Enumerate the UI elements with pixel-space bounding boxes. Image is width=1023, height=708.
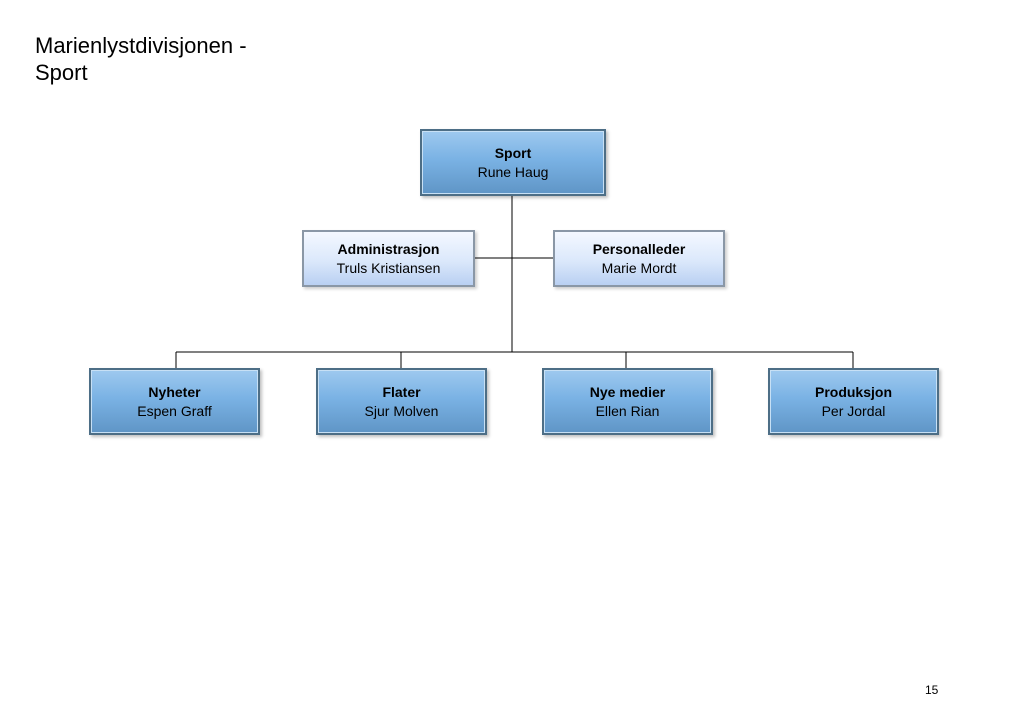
- org-node-department: Produksjon Per Jordal: [768, 368, 939, 435]
- page-number: 15: [925, 683, 939, 697]
- org-node-department: Flater Sjur Molven: [316, 368, 487, 435]
- org-node-person: Rune Haug: [477, 163, 549, 180]
- org-node-person: Ellen Rian: [595, 402, 660, 419]
- org-node-person: Sjur Molven: [364, 402, 439, 419]
- org-node-unit: Nye medier: [589, 383, 666, 400]
- org-node-person: Espen Graff: [137, 402, 212, 419]
- org-node-unit: Produksjon: [814, 383, 892, 400]
- org-node-staff: Administrasjon Truls Kristiansen: [302, 230, 475, 287]
- org-node-unit: Sport: [494, 144, 532, 161]
- org-node-unit: Administrasjon: [337, 240, 440, 257]
- org-node-department: Nyheter Espen Graff: [89, 368, 260, 435]
- org-node-unit: Personalleder: [592, 240, 686, 257]
- org-node-staff: Personalleder Marie Mordt: [553, 230, 725, 287]
- org-node-root: Sport Rune Haug: [420, 129, 606, 196]
- org-node-person: Marie Mordt: [601, 259, 677, 276]
- slide-title: Marienlystdivisjonen - Sport: [35, 33, 247, 85]
- org-node-person: Truls Kristiansen: [336, 259, 441, 276]
- org-node-unit: Nyheter: [148, 383, 201, 400]
- org-node-unit: Flater: [382, 383, 421, 400]
- org-node-person: Per Jordal: [821, 402, 886, 419]
- org-node-department: Nye medier Ellen Rian: [542, 368, 713, 435]
